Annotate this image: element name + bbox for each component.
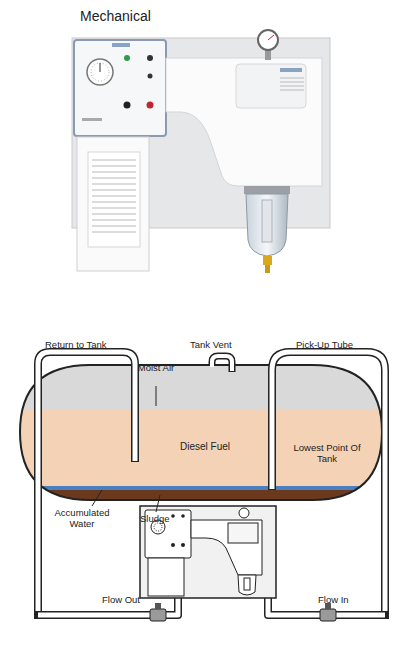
- unit-terminal: [181, 543, 185, 547]
- unit-terminal: [171, 543, 175, 547]
- switch: [147, 55, 153, 61]
- pipes: [34, 352, 389, 615]
- unit-backing: [140, 506, 276, 598]
- tank-outline: [20, 365, 382, 500]
- unit-switch: [181, 514, 185, 518]
- unit-gauge: [239, 508, 249, 518]
- gauge-stem: [265, 50, 271, 60]
- unit-housing: [191, 520, 262, 575]
- timer-ticks: [91, 63, 109, 81]
- leader-line: [156, 495, 160, 512]
- pressure-gauge: [258, 30, 278, 50]
- leader-line: [92, 490, 102, 506]
- callout-label: Sludge: [140, 513, 180, 524]
- unit-light: [171, 514, 175, 518]
- filter-housing: [166, 58, 322, 186]
- unit-dial-ticks: [154, 523, 162, 531]
- callout-label: Lowest Point Of Tank: [290, 442, 364, 464]
- callout-label: Moist Air: [137, 362, 175, 373]
- timer-hand: [100, 63, 101, 72]
- return-pipe-outline: [38, 352, 135, 615]
- control-box: [74, 40, 166, 136]
- callout-label: Flow Out: [102, 594, 152, 605]
- indicator-light: [124, 55, 130, 61]
- product-photo: [72, 30, 330, 273]
- instruction-sticker: [88, 152, 140, 247]
- bowl-collar: [244, 186, 290, 194]
- vent-pipe: [212, 356, 232, 371]
- pickup-pipe-outline: [272, 352, 385, 615]
- valve: [320, 603, 336, 621]
- logo: [280, 68, 302, 72]
- unit-lid: [228, 523, 258, 543]
- fuel-zone: [20, 410, 382, 487]
- gauge-needle: [268, 35, 274, 40]
- housing-lid: [236, 64, 306, 108]
- model-plate: [82, 118, 102, 121]
- unit-element: [244, 578, 250, 590]
- valve-body: [320, 609, 336, 621]
- sticker-text-lines: [92, 160, 136, 232]
- terminal: [124, 102, 131, 109]
- callout-label: Tank Vent: [190, 339, 250, 350]
- callout-label: Return to Tank: [45, 339, 127, 350]
- node-text: Diesel Fuel: [180, 441, 230, 453]
- pickup-pipe: [272, 352, 385, 615]
- valve: [150, 603, 166, 621]
- water-layer: [20, 486, 382, 490]
- return-pipe: [38, 352, 135, 615]
- callout-label: Accumulated Water: [50, 507, 114, 529]
- filter-element: [262, 200, 272, 242]
- filter-unit: [140, 506, 276, 598]
- drain-spout: [265, 265, 270, 273]
- switch: [148, 74, 153, 79]
- callout-label: Pick-Up Tube: [296, 339, 368, 350]
- callout-label: Flow In: [318, 594, 368, 605]
- unit-bowl: [238, 575, 256, 595]
- timer-dial: [87, 59, 113, 85]
- housing-text-lines: [280, 78, 304, 90]
- moist-air-zone: [20, 365, 382, 410]
- terminal: [147, 102, 154, 109]
- leader-lines: [92, 386, 160, 512]
- filter-bowl: [246, 194, 288, 256]
- leader-line: [156, 386, 157, 406]
- pump-cover: [77, 137, 149, 271]
- logo: [112, 43, 130, 47]
- unit-pump-cover: [148, 558, 184, 596]
- drain-valve: [263, 256, 272, 265]
- diagram-title: Mechanical: [80, 8, 151, 24]
- vent-pipe-outline: [212, 356, 232, 372]
- tank-contents: [20, 365, 382, 500]
- valve-handle: [155, 603, 161, 609]
- fuel-region: Diesel Fuel: [140, 412, 270, 482]
- valve-body: [150, 609, 166, 621]
